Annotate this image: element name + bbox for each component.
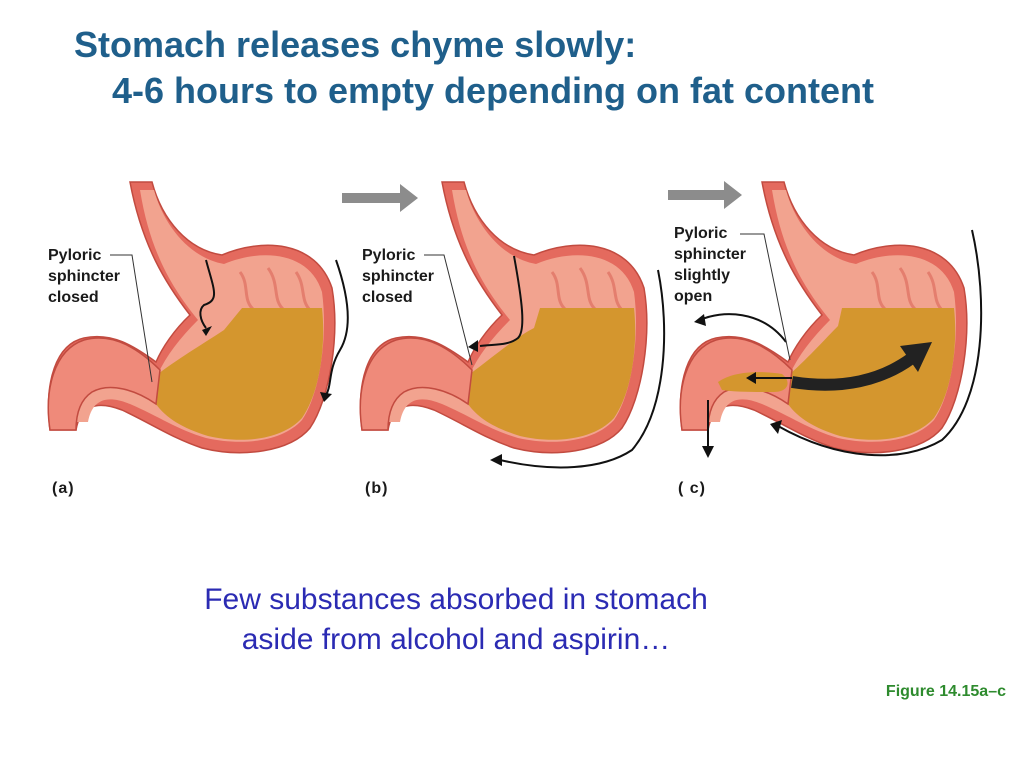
panel-c-label-line-1: Pyloric (674, 225, 727, 242)
panel-a-label-line-1: Pyloric (48, 247, 101, 264)
title-line-1: Stomach releases chyme slowly: (74, 24, 637, 65)
panel-b-label-line-2: sphincter (362, 268, 434, 285)
figure-reference: Figure 14.15a–c (885, 683, 1006, 700)
transition-arrow-2 (668, 181, 742, 209)
panel-c-label-line-4: open (674, 288, 712, 305)
panel-a: Pyloric sphincter closed (a) (47, 181, 349, 497)
title-line-2: 4-6 hours to empty depending on fat cont… (112, 70, 875, 111)
panel-b-label-line-3: closed (362, 289, 413, 306)
panel-a-letter: (a) (52, 480, 75, 497)
panel-c-label-line-2: sphincter (674, 246, 746, 263)
panel-b-letter: (b) (365, 480, 388, 497)
panel-a-label-line-3: closed (48, 289, 99, 306)
panel-b-leader-line (424, 254, 473, 366)
panel-a-label-line-2: sphincter (48, 268, 120, 285)
transition-arrow-1 (342, 184, 418, 212)
slide-title: Stomach releases chyme slowly: 4-6 hours… (74, 22, 874, 114)
panel-c-label-line-3: slightly (674, 267, 730, 284)
stomach-emptying-figure: Pyloric sphincter closed (a) Pyloric sph… (47, 181, 983, 497)
panel-b: Pyloric sphincter closed (b) (359, 181, 666, 497)
caption-line-1: Few substances absorbed in stomach (204, 583, 708, 616)
caption-line-2: aside from alcohol and aspirin… (241, 623, 671, 656)
panel-c-letter: ( c) (678, 480, 706, 497)
panel-c: Pyloric sphincter slightly open ( c) (674, 181, 983, 497)
panel-b-label-line-1: Pyloric (362, 247, 415, 264)
panel-a-leader-line (110, 254, 153, 383)
panel-c-leader-line (740, 233, 791, 361)
caption: Few substances absorbed in stomach aside… (0, 580, 912, 660)
